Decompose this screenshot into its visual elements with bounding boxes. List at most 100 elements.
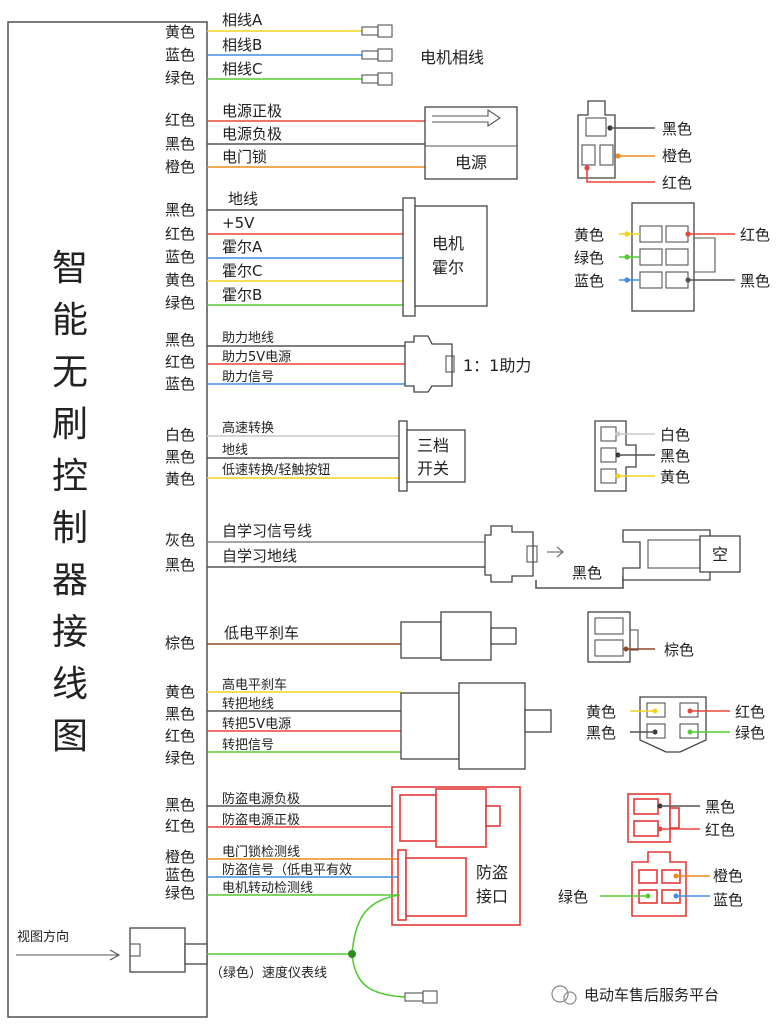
brake-plug-face — [587, 611, 631, 663]
color-label: 黄色 — [165, 23, 195, 41]
junction-dot — [348, 950, 356, 958]
alarm-signal-plug-face — [631, 851, 687, 917]
wire-label: 自学习地线 — [222, 547, 297, 565]
wire-label: 防盗电源负极 — [222, 791, 300, 807]
connector-label: 蓝色 — [574, 272, 604, 290]
wire-label: 相线B — [222, 36, 262, 54]
connector-label: 黑色 — [705, 798, 735, 816]
device-label: 1：1助力 — [463, 356, 531, 375]
wire-label: 转把地线 — [222, 697, 274, 712]
color-label: 白色 — [165, 426, 195, 444]
title-char: 无 — [52, 352, 88, 393]
group-brake-low: 棕色 低电平刹车 棕色 — [165, 611, 694, 663]
color-label: 蓝色 — [165, 375, 195, 393]
color-label: 红色 — [165, 225, 195, 243]
title-char: 器 — [52, 560, 88, 601]
connector-label: 黄色 — [586, 703, 616, 721]
wire-label: 低电平刹车 — [224, 624, 299, 642]
gear-connector — [406, 429, 466, 483]
wire-label: 转把5V电源 — [222, 717, 291, 732]
wire-label: 低速转换/轻触按钮 — [222, 463, 330, 478]
color-label: 黄色 — [165, 470, 195, 488]
color-label: 黑色 — [165, 135, 195, 153]
learn-connector — [484, 525, 534, 583]
color-label: 黑色 — [165, 448, 195, 466]
wire-label: 霍尔B — [222, 286, 262, 304]
hall-connector — [414, 205, 488, 307]
color-label: 绿色 — [165, 749, 195, 767]
power-connector — [424, 106, 518, 180]
group-gear: 白色 黑色 黄色 高速转换 地线 低速转换/轻触按钮 三档 开关 白色 黑色 黄… — [165, 420, 690, 492]
throttle-connector — [400, 692, 460, 760]
color-label: 黑色 — [165, 331, 195, 349]
title-char: 刷 — [52, 404, 88, 445]
color-label: 绿色 — [165, 69, 195, 87]
group-learn: 灰色 黑色 自学习信号线 自学习地线 黑色 空 — [165, 522, 741, 589]
color-label: 蓝色 — [165, 46, 195, 64]
color-label: 绿色 — [165, 884, 195, 902]
device-label: 电机 — [432, 234, 464, 253]
arrow-icon — [16, 949, 121, 961]
wire-label: 地线 — [222, 443, 248, 458]
connector-label: 蓝色 — [713, 891, 743, 909]
title-char: 图 — [52, 716, 88, 757]
connector-label: 黑色 — [662, 120, 692, 138]
connector-label: 红色 — [740, 226, 770, 244]
color-label: 黑色 — [165, 556, 195, 574]
brake-connector — [400, 621, 442, 659]
connector-label: 黄色 — [660, 468, 690, 486]
group-alarm-signal: 橙色 蓝色 绿色 电门锁检测线 防盗信号（低电平有效 电机转动检测线 防盗 接口… — [165, 844, 743, 921]
title-char: 制 — [52, 508, 88, 549]
wire-label: 防盗信号（低电平有效 — [222, 862, 352, 878]
wire-label: 助力5V电源 — [222, 350, 291, 365]
arrow-icon — [547, 546, 564, 558]
color-label: 橙色 — [165, 158, 195, 176]
connector-label: 黄色 — [574, 226, 604, 244]
wire-label: 高电平刹车 — [222, 677, 287, 693]
color-label: 蓝色 — [165, 866, 195, 884]
watermark: 电动车售后服务平台 — [551, 985, 719, 1005]
color-label: 蓝色 — [165, 248, 195, 266]
view-direction-label: 视图方向 — [17, 929, 69, 945]
group-speed: 视图方向 （绿色）速度仪表线 — [16, 894, 438, 1004]
color-label: 灰色 — [165, 531, 195, 549]
connector-label: 黑色 — [740, 272, 770, 290]
device-label: 接口 — [476, 887, 508, 906]
connector-label: 红色 — [735, 703, 765, 721]
title-char: 接 — [52, 612, 88, 653]
color-label: 黑色 — [165, 201, 195, 219]
wire-label: 助力信号 — [222, 370, 274, 385]
connector-label: 棕色 — [664, 641, 694, 659]
title-char: 线 — [52, 664, 88, 705]
connector-label: 黑色 — [586, 724, 616, 742]
wire-label: 相线A — [222, 11, 263, 29]
device-label: 霍尔 — [432, 258, 464, 277]
assist-connector — [404, 335, 453, 393]
hall-plug-face — [631, 202, 695, 312]
color-label: 黄色 — [165, 271, 195, 289]
color-label: 红色 — [165, 817, 195, 835]
device-label: 电源 — [455, 153, 487, 172]
color-label: 红色 — [165, 727, 195, 745]
speed-connector — [129, 927, 186, 973]
wire-label: 霍尔A — [222, 238, 263, 256]
device-label: 电机相线 — [420, 48, 484, 67]
connector-label: 黑色 — [660, 447, 690, 465]
connector-label: 黑色 — [572, 564, 602, 582]
group-alarm-power: 黑色 红色 防盗电源负极 防盗电源正极 黑色 红色 — [165, 786, 735, 926]
wire-label: 电源正极 — [222, 102, 282, 120]
empty-slot — [699, 535, 741, 573]
wire-label: 电机转动检测线 — [222, 881, 313, 896]
color-label: 红色 — [165, 353, 195, 371]
color-label: 绿色 — [165, 294, 195, 312]
connector-label: 橙色 — [662, 147, 692, 165]
color-label: 黑色 — [165, 796, 195, 814]
device-label: 开关 — [417, 459, 449, 478]
wire-label: 高速转换 — [222, 420, 274, 436]
wechat-icon — [563, 991, 577, 1005]
wire-label: 自学习信号线 — [222, 522, 312, 540]
arrow-icon — [432, 108, 501, 128]
connector-label: 绿色 — [574, 249, 604, 267]
wire-label: +5V — [222, 214, 255, 232]
